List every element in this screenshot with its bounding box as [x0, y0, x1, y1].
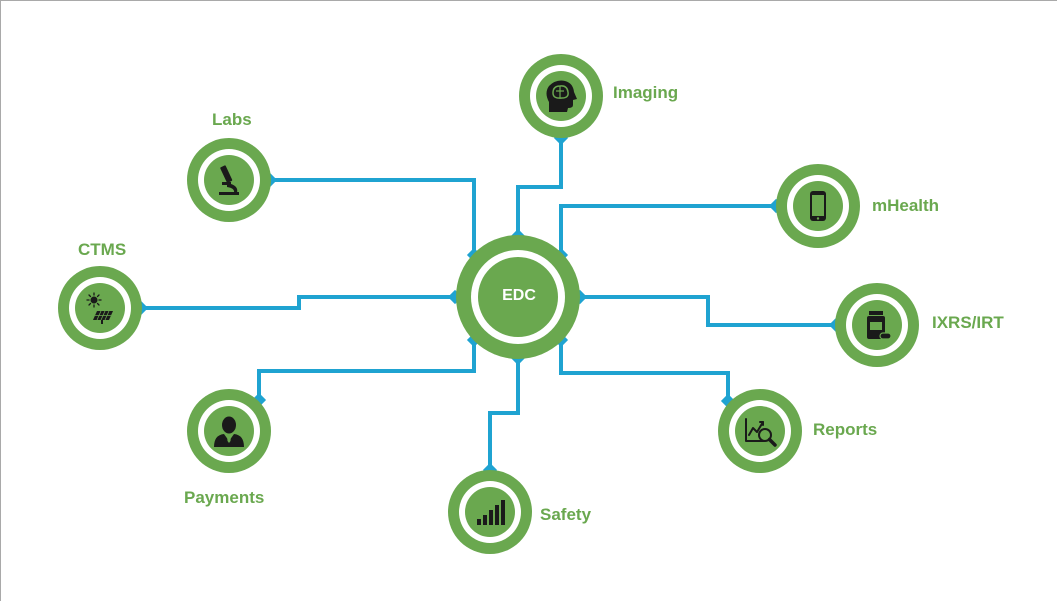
connector-payments: [257, 340, 476, 400]
connector-ctms: [141, 295, 455, 310]
label-reports: Reports: [813, 420, 878, 439]
chart-magnifier-icon: [745, 418, 777, 447]
medicine-bottle-icon: [867, 311, 892, 340]
microscope-icon: [219, 165, 239, 195]
node-ixrs-irt: [835, 283, 919, 367]
node-labs: [187, 138, 271, 222]
connector-mhealth: [559, 204, 776, 255]
hub-label: EDC: [502, 287, 536, 304]
solar-panel-icon: [86, 292, 113, 324]
smartphone-icon: [810, 191, 826, 221]
node-safety: [448, 470, 532, 554]
connector-ixrs: [580, 295, 836, 327]
label-mhealth: mHealth: [872, 196, 940, 215]
node-payments: [187, 389, 271, 473]
label-imaging: Imaging: [613, 83, 679, 102]
connector-imaging: [516, 138, 563, 236]
brain-head-icon: [546, 80, 577, 112]
node-ctms: [58, 266, 142, 350]
connector-safety: [488, 358, 520, 470]
node-imaging: [519, 54, 603, 138]
label-ixrs-irt: IXRS/IRT: [932, 313, 1004, 332]
label-safety: Safety: [540, 505, 592, 524]
label-labs: Labs: [212, 110, 252, 129]
node-reports: [718, 389, 802, 473]
connector-reports: [559, 340, 730, 401]
connector-labs: [270, 178, 476, 255]
label-ctms: CTMS: [78, 240, 127, 259]
node-mhealth: [776, 164, 860, 248]
hub-node: [456, 235, 580, 359]
label-payments: Payments: [184, 488, 265, 507]
businessman-icon: [214, 416, 244, 447]
signal-bars-icon: [477, 500, 505, 525]
